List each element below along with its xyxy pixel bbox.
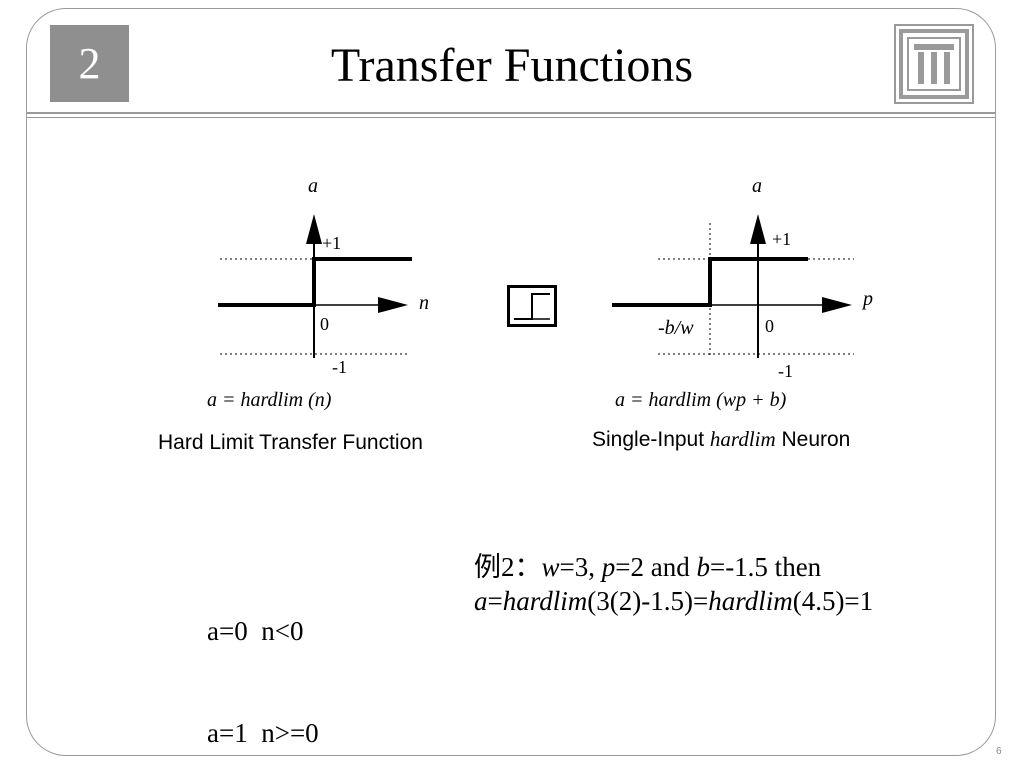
condition-line: a=0 n<0 — [207, 616, 304, 646]
minus-one-label: -1 — [332, 357, 347, 377]
threshold-label: -b/w — [658, 317, 694, 339]
page-title: Transfer Functions — [330, 39, 694, 92]
plus-one-label: +1 — [772, 229, 791, 249]
example: 例2：w=3, p=2 and b=-1.5 then a=hardlim(3(… — [474, 550, 873, 618]
axis-x-label: n — [419, 292, 429, 314]
y-axis-arrow — [750, 214, 766, 244]
example-line-2: a=hardlim(3(2)-1.5)=hardlim(4.5)=1 — [474, 586, 874, 616]
axis-y-label: a — [308, 175, 318, 197]
title-rule-thin — [26, 117, 996, 118]
hardlim-step-icon — [507, 285, 557, 327]
y-axis-arrow — [306, 214, 322, 244]
example-line-1: 例2：w=3, p=2 and b=-1.5 then — [474, 552, 822, 582]
step-curve — [612, 257, 808, 307]
caption: Hard Limit Transfer Function — [158, 431, 423, 454]
equation: a = hardlim (n) — [207, 389, 332, 411]
title-rule — [26, 112, 996, 114]
zero-label: 0 — [320, 314, 329, 334]
x-axis-arrow — [378, 297, 408, 313]
slide-frame — [26, 8, 996, 756]
page-number: 6 — [996, 746, 1002, 757]
axis-x-label: p — [861, 288, 873, 310]
minus-one-label: -1 — [778, 361, 793, 381]
zero-label: 0 — [765, 316, 774, 336]
caption: Single-Input hardlim Neuron — [592, 427, 850, 451]
condition-line: a=1 n>=0 — [207, 718, 319, 748]
chapter-number: 2 — [50, 25, 129, 102]
axis-y-label: a — [752, 175, 762, 197]
pillar-temple-icon — [894, 24, 974, 104]
hard-limit-diagram: a n +1 0 -1 a = hardlim (n) Hard Limit T… — [158, 175, 429, 454]
x-axis-arrow — [822, 297, 852, 313]
hardlim-neuron-diagram: a p +1 0 -1 -b/w a = hardlim (wp + b) Si… — [592, 175, 873, 451]
equation: a = hardlim (wp + b) — [615, 389, 787, 411]
conditions: a=0 n<0 a=1 n>=0 — [207, 546, 319, 784]
step-curve — [218, 257, 412, 307]
plus-one-label: +1 — [322, 233, 341, 253]
